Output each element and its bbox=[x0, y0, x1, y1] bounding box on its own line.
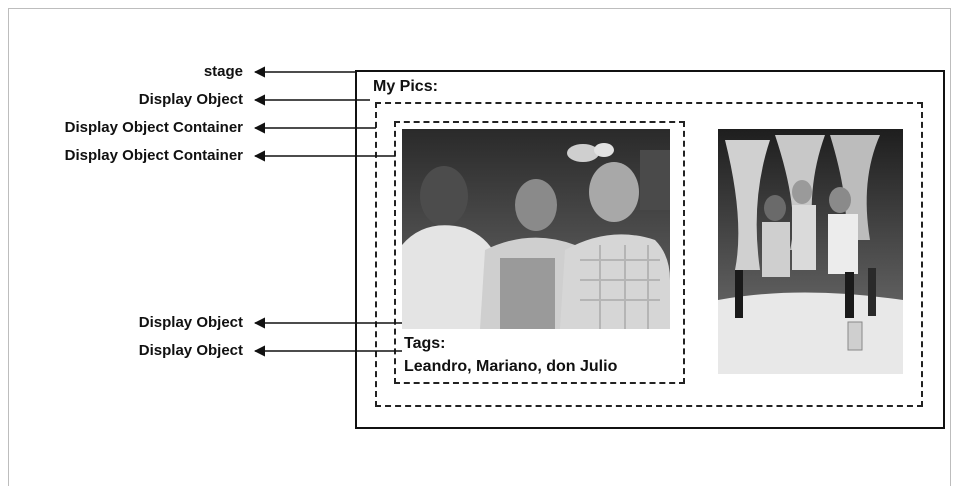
party-photo-group-at-table-icon bbox=[718, 129, 903, 374]
group-photo-three-men-icon bbox=[402, 129, 670, 329]
